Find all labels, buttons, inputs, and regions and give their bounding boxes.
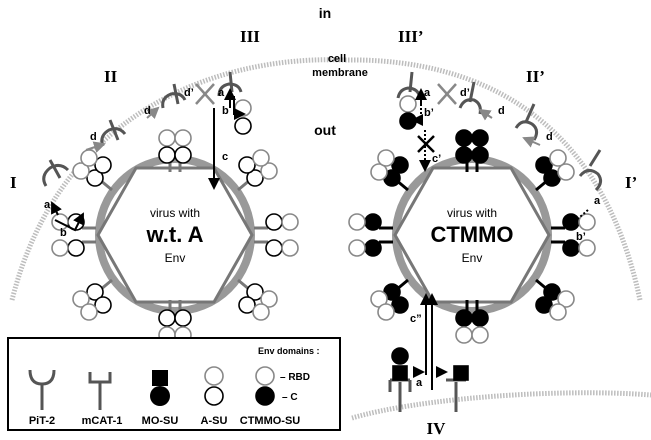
legend-rbd: – RBD	[280, 372, 310, 383]
roman-IIp: II’	[526, 67, 545, 86]
c-double-prime-arrows	[413, 293, 448, 390]
legend-ctmmosu-icon	[255, 366, 275, 406]
step-a-Ip: a	[594, 195, 601, 207]
step-cpp-IV: c”	[410, 313, 422, 325]
cross-c-prime	[417, 135, 435, 153]
virus-left-line2: w.t. A	[145, 222, 203, 247]
step-d-II: d	[90, 131, 97, 143]
step-bp-IIIp: b’	[424, 107, 434, 119]
su-bound-IIIp	[399, 95, 417, 130]
roman-II: II	[104, 67, 118, 86]
legend-mosu-icon	[150, 370, 170, 406]
step-arrows-dotted	[411, 100, 589, 224]
step-d-IIp: d	[498, 105, 505, 117]
label-in: in	[319, 5, 331, 21]
legend-c: – C	[282, 392, 298, 403]
label-cell: cell	[328, 53, 346, 65]
step-a-IV: a	[416, 377, 423, 389]
step-b-I: b	[60, 227, 67, 239]
legend-pit2-icon	[28, 369, 56, 410]
legend-box	[7, 337, 341, 431]
complex-IV	[388, 347, 469, 412]
left-env-spikes	[51, 129, 299, 344]
virus-right-line1: virus with	[447, 206, 497, 220]
legend-header: Env domains :	[258, 346, 320, 356]
legend-mcat1-icon	[88, 372, 112, 410]
d-prime-cross-right	[437, 83, 457, 105]
roman-IV: IV	[427, 419, 447, 438]
virus-left	[95, 155, 255, 315]
label-membrane: membrane	[312, 67, 368, 79]
step-a-III: a	[218, 87, 225, 99]
roman-III: III	[240, 27, 260, 46]
legend-item-mosu: MO-SU	[142, 415, 179, 427]
virus-left-line3: Env	[165, 251, 186, 265]
roman-I: I	[10, 173, 17, 192]
legend-item-mcat1: mCAT-1	[82, 415, 123, 427]
bottom-membrane	[351, 390, 651, 421]
step-d-IIp2: d	[546, 131, 553, 143]
su-bound-III	[234, 99, 252, 135]
step-bp-Ip: b’	[576, 231, 586, 243]
label-out: out	[314, 122, 336, 138]
step-d-II2: d	[144, 105, 151, 117]
pit2-receptors	[42, 71, 603, 192]
virus-left-line1: virus with	[150, 206, 200, 220]
legend-item-pit2: PiT-2	[29, 415, 55, 427]
legend-item-asu: A-SU	[201, 415, 228, 427]
virus-right-line2: CTMMO	[430, 222, 513, 247]
step-b-III: b	[222, 105, 229, 117]
d-prime-cross-left	[195, 83, 215, 105]
step-dp-left: d’	[184, 87, 194, 99]
d-arrows	[85, 106, 541, 153]
step-c-III: c	[222, 151, 228, 163]
roman-IIIp: III’	[398, 27, 424, 46]
virus-right	[392, 155, 552, 315]
legend-asu-icon	[204, 366, 224, 406]
step-a-I: a	[44, 199, 51, 211]
roman-Ip: I’	[625, 173, 637, 192]
step-cp-IIIp: c’	[432, 153, 441, 165]
right-env-spikes	[348, 129, 596, 344]
step-dp-right: d’	[460, 87, 470, 99]
virus-right-line3: Env	[462, 251, 483, 265]
step-a-IIIp: a	[424, 87, 431, 99]
legend-item-ctmmosu: CTMMO-SU	[240, 415, 301, 427]
